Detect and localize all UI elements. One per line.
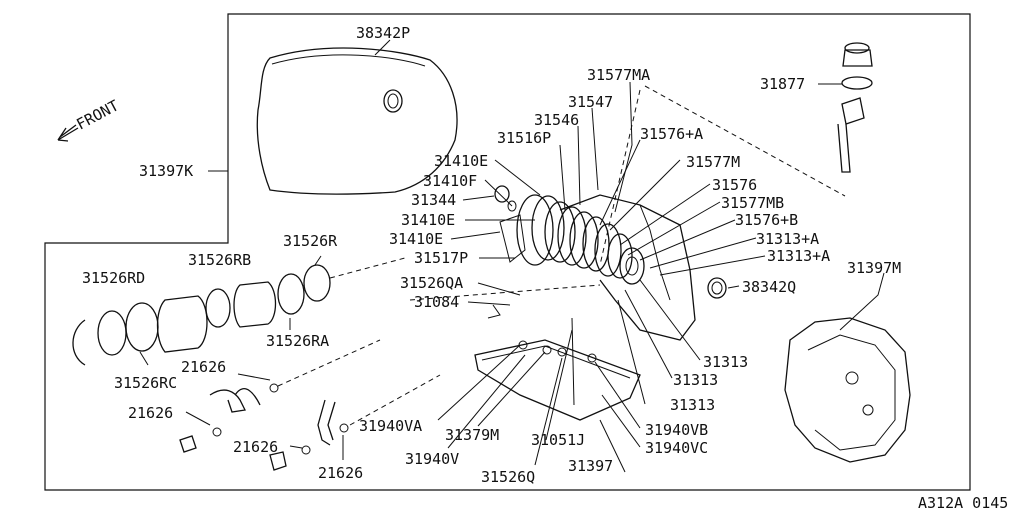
label-31410F: 31410F: [423, 172, 477, 190]
label-31526RD: 31526RD: [82, 269, 145, 287]
label-21626-a: 21626: [181, 358, 226, 376]
label-31313A-b: 31313+A: [767, 247, 830, 265]
label-31577MA: 31577MA: [587, 66, 650, 84]
label-31410E-a: 31410E: [434, 152, 488, 170]
seal-38342Q-shape: [707, 277, 727, 299]
label-31526QA: 31526QA: [400, 274, 463, 292]
label-31516P: 31516P: [497, 129, 551, 147]
label-31576B: 31576+B: [735, 211, 798, 229]
label-31397M: 31397M: [847, 259, 901, 277]
label-31940V: 31940V: [405, 450, 459, 468]
label-31577M: 31577M: [686, 153, 740, 171]
label-31526R: 31526R: [283, 232, 338, 250]
diagram-code: A312A 0145: [918, 494, 1008, 512]
label-31576: 31576: [712, 176, 757, 194]
label-31577MB: 31577MB: [721, 194, 784, 212]
label-31344: 31344: [411, 191, 456, 209]
label-31313A-a: 31313+A: [756, 230, 819, 248]
label-31877: 31877: [760, 75, 805, 93]
seal-rings-shape: [72, 264, 331, 366]
label-31313-b: 31313: [673, 371, 718, 389]
label-21626-c: 21626: [233, 438, 278, 456]
label-31410E-c: 31410E: [389, 230, 443, 248]
converter-housing-shape: [784, 317, 911, 463]
label-31940VA: 31940VA: [359, 417, 422, 435]
dipstick-leader-dashed: [599, 85, 846, 266]
label-21626-d: 21626: [318, 464, 363, 482]
label-31940VC: 31940VC: [645, 439, 708, 457]
seal-38342P-shape: [383, 89, 403, 113]
label-31313-c: 31313: [670, 396, 715, 414]
label-31526RA: 31526RA: [266, 332, 329, 350]
label-31313-a: 31313: [703, 353, 748, 371]
label-31526RB: 31526RB: [188, 251, 251, 269]
label-31576A: 31576+A: [640, 125, 703, 143]
oil-pan-shape: [474, 339, 641, 421]
label-31397K: 31397K: [139, 162, 193, 180]
label-31526Q: 31526Q: [481, 468, 535, 486]
seal-31344-shape: [494, 185, 510, 203]
front-orientation-label: FRONT: [73, 96, 121, 133]
oil-tubes-shape: [179, 383, 349, 471]
label-31051J: 31051J: [531, 431, 585, 449]
fitting-shape: [518, 340, 528, 350]
front-arrow-icon: [57, 124, 79, 142]
label-38342Q: 38342Q: [742, 278, 796, 296]
label-31397: 31397: [568, 457, 613, 475]
label-31546: 31546: [534, 111, 579, 129]
label-31379M: 31379M: [445, 426, 499, 444]
label-31517P: 31517P: [414, 249, 468, 267]
oil-pan-gasket-shape: [256, 47, 458, 195]
label-31526RC: 31526RC: [114, 374, 177, 392]
label-21626-b: 21626: [128, 404, 173, 422]
label-31084: 31084: [414, 293, 459, 311]
label-38342P: 38342P: [356, 24, 410, 42]
label-31547: 31547: [568, 93, 613, 111]
dipstick-shape: [837, 42, 873, 173]
leader-lines: [139, 39, 885, 473]
label-31940VB: 31940VB: [645, 421, 708, 439]
diagram-frame: [44, 13, 971, 491]
transmission-case-shape: [559, 194, 696, 341]
label-31410E-b: 31410E: [401, 211, 455, 229]
clutch-pack-shape: [499, 194, 645, 285]
